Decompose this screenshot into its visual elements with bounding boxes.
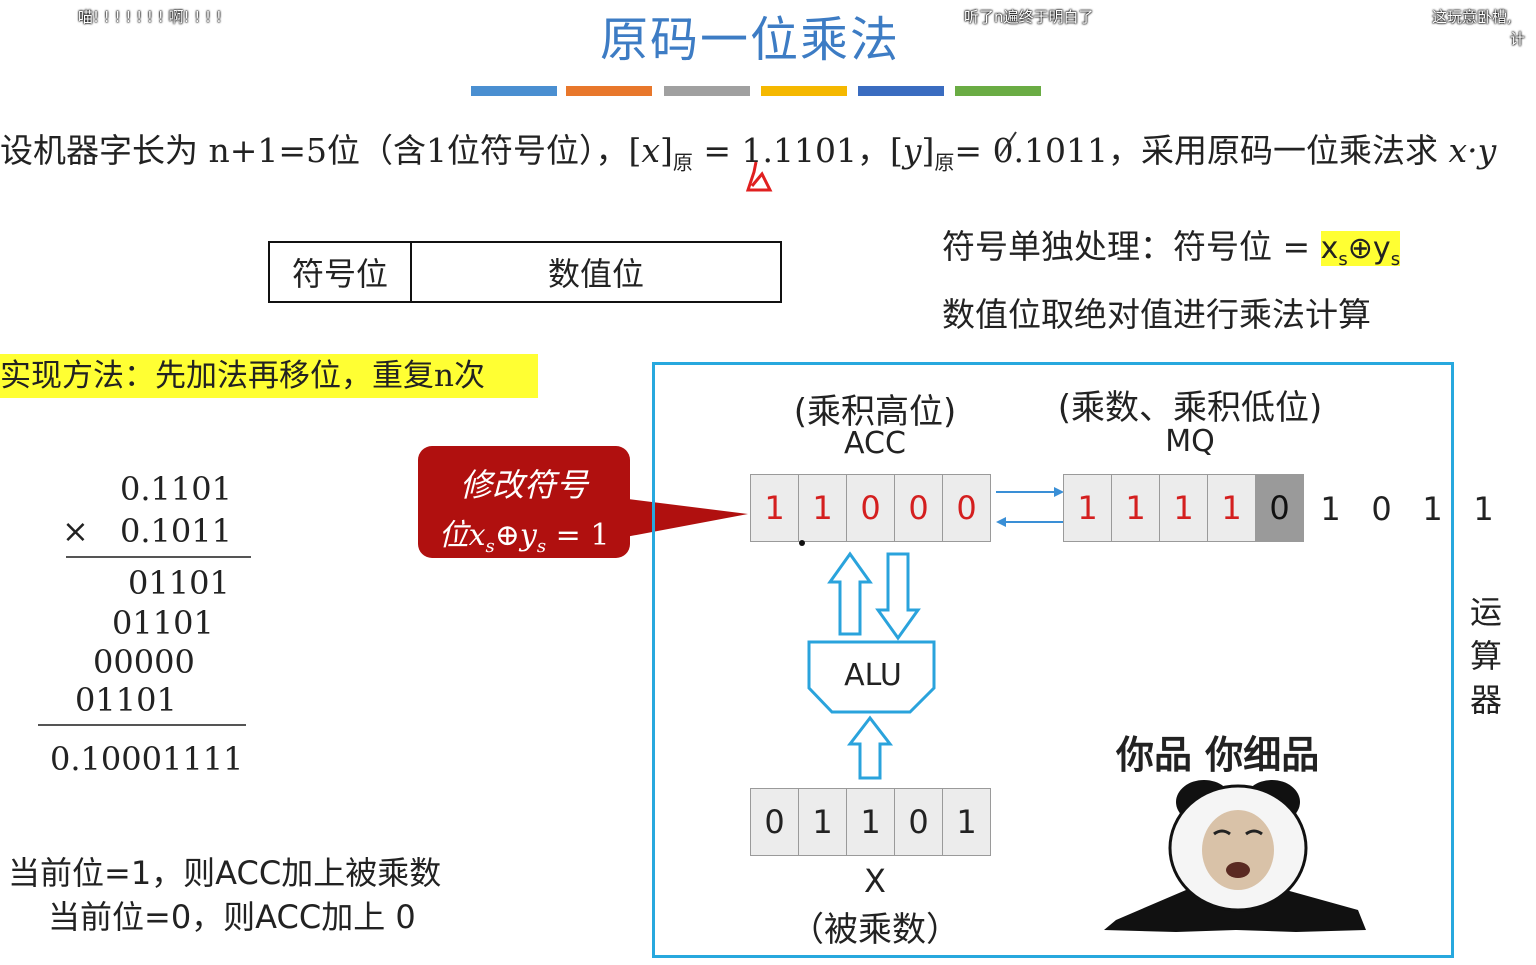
alu-label: ALU bbox=[844, 658, 902, 693]
acc-bit: 1 bbox=[798, 474, 847, 542]
red-pen-mark-icon bbox=[744, 160, 774, 201]
stripe-4 bbox=[761, 86, 847, 96]
calc-line-2 bbox=[38, 724, 246, 726]
value-handling-note: 数值位取绝对值进行乘法计算 bbox=[942, 295, 1371, 334]
stripe-2 bbox=[566, 86, 652, 96]
side-char: 运 bbox=[1469, 593, 1502, 631]
stripe-5 bbox=[858, 86, 944, 96]
mq-bit: 1 bbox=[1207, 474, 1256, 542]
y-strike-mark-icon bbox=[999, 131, 1017, 157]
x-register: 0 1 1 0 1 bbox=[750, 788, 991, 856]
calculator-frame bbox=[652, 362, 1454, 958]
calc-multiplier: 0.1011 bbox=[120, 512, 232, 550]
yuan-sub-y: 原 bbox=[934, 150, 955, 175]
x-bit: 1 bbox=[798, 788, 847, 856]
sign-handling-text: 符号单独处理：符号位 = bbox=[942, 227, 1311, 266]
mq-shifted-bit: 1 bbox=[1320, 490, 1341, 528]
mq-name: MQ bbox=[1165, 424, 1215, 459]
acc-mq-arrows bbox=[996, 487, 1064, 527]
stripe-1 bbox=[471, 86, 557, 96]
callout-line2-prefix: 位 bbox=[438, 518, 469, 553]
sign-handling-note: 符号单独处理：符号位 = xs⊕ys bbox=[942, 220, 1401, 270]
modify-sign-callout: 修改符号 位xs⊕ys = 1 bbox=[418, 446, 630, 558]
mq-shifted-bit: 1 bbox=[1422, 490, 1443, 528]
danmaku-1: 喵! ! ! ! ! ! ! 啊! ! ! ! bbox=[78, 8, 222, 26]
yuan-sub-x: 原 bbox=[672, 150, 693, 175]
calc-line-1 bbox=[66, 556, 251, 558]
calc-partial-4: 01101 bbox=[75, 681, 177, 719]
acc-bit: 0 bbox=[846, 474, 895, 542]
x-bit: 1 bbox=[942, 788, 991, 856]
callout-line2-suffix: = 1 bbox=[546, 518, 610, 553]
calc-partial-1: 01101 bbox=[128, 564, 230, 602]
cursor-dot bbox=[799, 540, 805, 546]
acc-bit: 1 bbox=[750, 474, 799, 542]
x-bit: 0 bbox=[894, 788, 943, 856]
mq-current-bit: 0 bbox=[1255, 474, 1304, 542]
callout-line2: 位xs⊕ys = 1 bbox=[438, 518, 610, 557]
panda-meme-icon bbox=[1104, 780, 1366, 932]
acc-bit: 0 bbox=[894, 474, 943, 542]
method-banner: 实现方法：先加法再移位，重复n次 bbox=[0, 354, 538, 398]
danmaku-4: 计 bbox=[1510, 30, 1526, 48]
mq-caption: (乘数、乘积低位) bbox=[1057, 388, 1323, 428]
calc-partial-2: 01101 bbox=[112, 604, 214, 642]
calculator-side-label: 运 算 器 bbox=[1466, 590, 1506, 722]
mq-shifted-bit: 1 bbox=[1473, 490, 1494, 528]
acc-name: ACC bbox=[844, 426, 906, 461]
problem-prefix: 设机器字长为 n+1=5位（含1位符号位）， bbox=[0, 131, 629, 170]
alu-block bbox=[807, 551, 936, 780]
mq-bit: 1 bbox=[1111, 474, 1160, 542]
slide-title: 原码一位乘法 bbox=[599, 12, 900, 68]
calc-multiplicand: 0.1101 bbox=[120, 470, 232, 508]
x-bit: 1 bbox=[846, 788, 895, 856]
calc-times-sign: × bbox=[62, 512, 89, 550]
rule-bit-one: 当前位=1，则ACC加上被乘数 bbox=[8, 854, 442, 892]
side-char: 器 bbox=[1469, 681, 1502, 719]
callout-line1: 修改符号 bbox=[459, 466, 588, 504]
acc-caption: (乘积高位) bbox=[793, 392, 957, 432]
acc-bit: 0 bbox=[942, 474, 991, 542]
problem-suffix: ，采用原码一位乘法求 bbox=[1108, 131, 1439, 170]
acc-register: 1 1 0 0 0 bbox=[750, 474, 991, 542]
danmaku-3: 这玩意卧槽, bbox=[1432, 8, 1512, 26]
bit-format-box: 符号位 数值位 bbox=[268, 241, 782, 303]
calc-result: 0.10001111 bbox=[50, 740, 244, 778]
stripe-3 bbox=[664, 86, 750, 96]
x-caption: （被乘数） bbox=[790, 910, 960, 950]
mq-shifted-bit: 0 bbox=[1371, 490, 1392, 528]
value-bits-cell: 数值位 bbox=[547, 255, 644, 293]
mq-bit: 1 bbox=[1063, 474, 1112, 542]
meme-caption: 你品 你细品 bbox=[1116, 733, 1320, 777]
x-value: 1.1101 bbox=[741, 131, 858, 170]
stripe-6 bbox=[955, 86, 1041, 96]
mq-register: 1 1 1 1 0 bbox=[1063, 474, 1304, 542]
mq-bit: 1 bbox=[1159, 474, 1208, 542]
sign-xor-formula: xs⊕ys bbox=[1320, 231, 1401, 270]
side-char: 算 bbox=[1469, 637, 1502, 675]
x-name: X bbox=[864, 862, 886, 900]
sign-bit-cell: 符号位 bbox=[270, 243, 412, 301]
rule-bit-zero: 当前位=0，则ACC加上 0 bbox=[48, 898, 416, 936]
x-bit: 0 bbox=[750, 788, 799, 856]
danmaku-2: 听了n遍终于明白了 bbox=[964, 8, 1094, 26]
calc-partial-3: 00000 bbox=[93, 643, 195, 681]
